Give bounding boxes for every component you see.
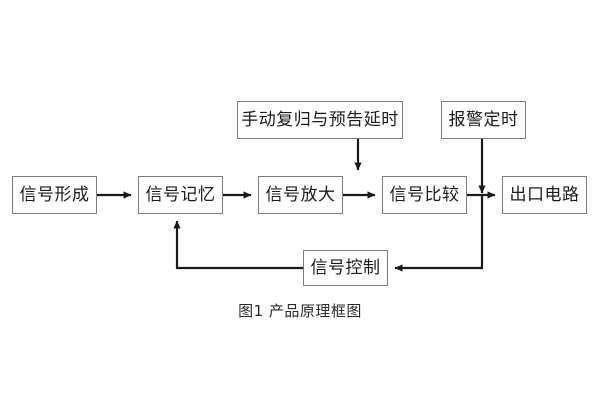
node-alarm-timer[interactable]: 报警定时	[441, 101, 526, 139]
connector-control-to-memory	[173, 220, 303, 270]
node-signal-compare[interactable]: 信号比较	[382, 176, 467, 214]
node-label: 报警定时	[448, 109, 519, 130]
figure-caption: 图1 产品原理框图	[238, 302, 362, 320]
node-label: 信号记忆	[145, 184, 216, 205]
node-manual-reset-and-prealarm-delay[interactable]: 手动复归与预告延时	[237, 101, 403, 139]
node-signal-formation[interactable]: 信号形成	[12, 176, 97, 214]
node-label: 信号控制	[310, 257, 381, 278]
node-signal-memory[interactable]: 信号记忆	[138, 176, 223, 214]
node-label: 手动复归与预告延时	[241, 109, 399, 130]
connector-timer-to-control	[394, 196, 484, 272]
node-label: 信号形成	[19, 184, 90, 205]
node-label: 出口电路	[509, 184, 580, 205]
node-label: 信号放大	[265, 184, 336, 205]
node-label: 信号比较	[389, 184, 460, 205]
node-output-circuit[interactable]: 出口电路	[502, 176, 587, 214]
node-signal-control[interactable]: 信号控制	[303, 250, 388, 286]
node-signal-amplify[interactable]: 信号放大	[258, 176, 343, 214]
